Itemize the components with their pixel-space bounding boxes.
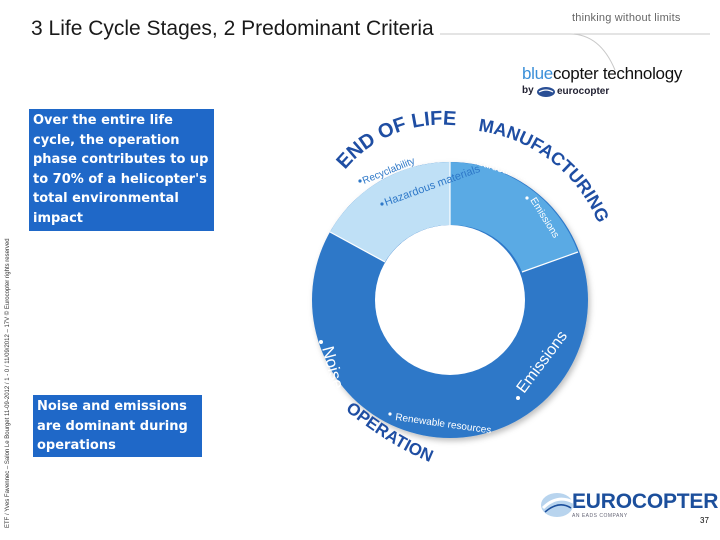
brand-dark-text: copter technology — [552, 64, 683, 83]
page-number: 37 — [700, 516, 709, 525]
life-cycle-donut: END OF LIFE MANUFACTURING OPERATION Recy… — [312, 108, 613, 466]
side-footer-note: ETF / Yves Favennec – Salon Le Bourget 1… — [5, 238, 11, 528]
callout-operation-impact: Over the entire life cycle, the operatio… — [29, 109, 214, 231]
bluecopter-logo: bluecopter technology — [522, 64, 682, 84]
brand-by-text: by — [522, 85, 534, 96]
mini-brand-text: eurocopter — [557, 86, 610, 97]
brand-blue-text: blue — [522, 64, 553, 83]
header-swoosh — [440, 33, 710, 71]
tagline: thinking without limits — [572, 12, 681, 24]
eurocopter-logo-icon — [541, 493, 574, 517]
callout-noise-emissions: Noise and emissions are dominant during … — [33, 395, 202, 457]
manufacturing-segment — [450, 162, 578, 272]
end-of-life-segment — [330, 162, 450, 262]
donut-hole — [375, 225, 525, 375]
eurocopter-sub: AN EADS COMPANY — [572, 513, 628, 519]
eurocopter-mini-icon — [537, 87, 555, 97]
eurocopter-brand: EUROCOPTER — [572, 490, 719, 513]
page-title: 3 Life Cycle Stages, 2 Predominant Crite… — [31, 17, 434, 40]
